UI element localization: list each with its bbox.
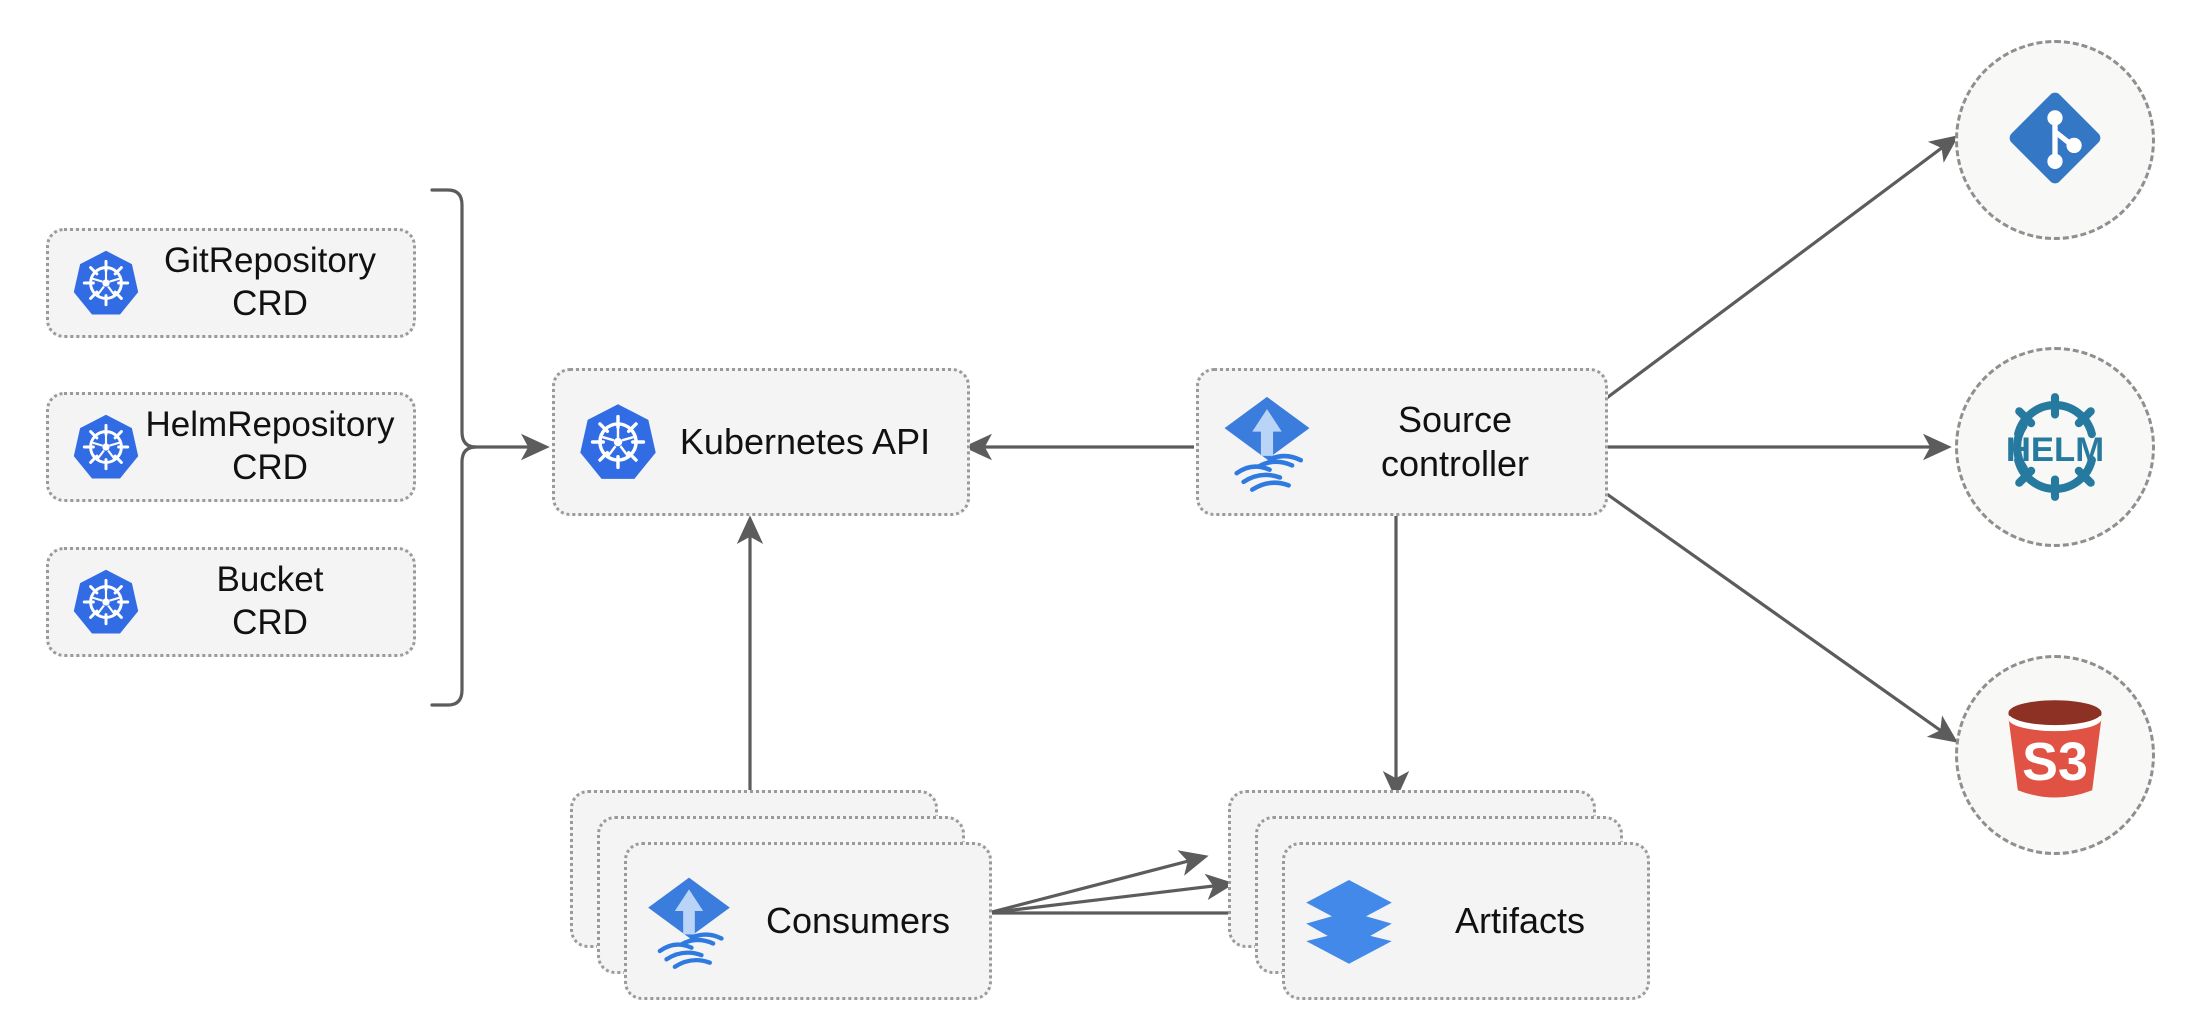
kubernetes-icon xyxy=(71,412,141,482)
edge-consumers-to-artifacts-2 xyxy=(987,873,1235,915)
flux-icon xyxy=(643,871,735,971)
node-source-controller[interactable]: Source controller xyxy=(1196,368,1608,516)
s3-icon: S3 xyxy=(1991,691,2119,820)
node-bucket-crd[interactable]: Bucket CRD xyxy=(46,547,416,657)
helm-icon: HELM xyxy=(1990,382,2120,512)
layers-icon xyxy=(1301,873,1397,969)
node-label: Source controller xyxy=(1380,399,1530,484)
kubernetes-icon xyxy=(577,401,659,483)
node-label: Consumers xyxy=(765,900,951,942)
helm-label: HELM xyxy=(2006,431,2104,469)
external-source-helm[interactable]: HELM xyxy=(1955,347,2155,547)
crd-group-bracket xyxy=(430,188,477,707)
node-consumers[interactable]: Consumers xyxy=(624,842,992,1000)
kubernetes-icon xyxy=(71,248,141,318)
kubernetes-icon xyxy=(71,567,141,637)
edge-source-to-s3 xyxy=(1603,490,1958,743)
external-source-git[interactable] xyxy=(1955,40,2155,240)
node-helmrepository-crd[interactable]: HelmRepository CRD xyxy=(46,392,416,502)
edge-source-to-git xyxy=(1603,135,1959,402)
node-label: Artifacts xyxy=(1454,900,1586,942)
edge-consumers-to-artifacts-1 xyxy=(987,850,1209,915)
crd-label: HelmRepository CRD xyxy=(145,405,395,487)
crd-label: GitRepository CRD xyxy=(163,241,377,323)
node-label: Kubernetes API xyxy=(679,421,931,463)
node-gitrepository-crd[interactable]: GitRepository CRD xyxy=(46,228,416,338)
git-icon xyxy=(2002,85,2108,196)
s3-label: S3 xyxy=(2022,731,2088,791)
flux-icon xyxy=(1219,390,1315,494)
node-artifacts[interactable]: Artifacts xyxy=(1282,842,1650,1000)
crd-label: Bucket CRD xyxy=(216,560,324,642)
node-kubernetes-api[interactable]: Kubernetes API xyxy=(552,368,970,516)
external-source-s3[interactable]: S3 xyxy=(1955,655,2155,855)
